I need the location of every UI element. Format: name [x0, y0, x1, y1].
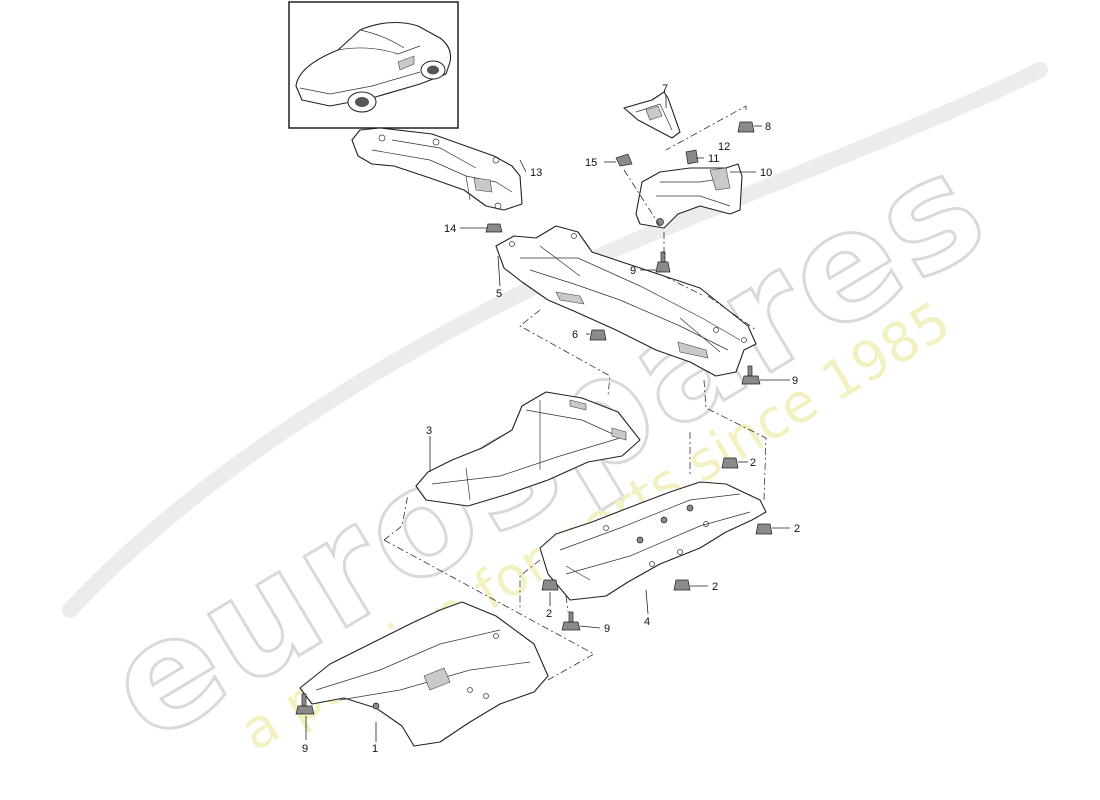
part-13-bracket: [351, 127, 523, 211]
part-11-clip: [685, 149, 699, 165]
callout-10: 10: [760, 167, 772, 179]
part-5-cross-member: [495, 225, 757, 377]
part-9-bolt-lower: [561, 611, 581, 631]
part-6-nut: [589, 329, 607, 341]
part-9-bolt-right: [741, 365, 761, 385]
callout-14: 14: [444, 223, 456, 235]
callout-1: 1: [372, 743, 378, 755]
part-9-bolt-upper: [655, 251, 671, 273]
callout-2-c: 2: [546, 608, 552, 620]
callout-2-b: 2: [794, 523, 800, 535]
part-2-nut-c: [541, 579, 559, 591]
callout-4: 4: [644, 616, 650, 628]
callouts: 1 2 2 2 2 3 4 5 6 7 8 9 9 9 9 10 11 12 1…: [302, 83, 800, 755]
callout-15: 15: [585, 157, 597, 169]
leader-lines: [305, 94, 790, 742]
callout-2-a: 2: [750, 457, 756, 469]
part-4-underbody-panel: [539, 481, 767, 601]
callout-6: 6: [572, 329, 578, 341]
part-14-nut: [485, 223, 503, 233]
callout-8: 8: [765, 121, 771, 133]
part-2-nut-b: [755, 523, 773, 535]
callout-9-lower: 9: [604, 623, 610, 635]
part-1-front-panel: [299, 601, 549, 747]
callout-5: 5: [496, 288, 502, 300]
part-10-shield: [635, 163, 743, 229]
callout-2-d: 2: [712, 581, 718, 593]
car-icon: [295, 21, 452, 113]
vehicle-thumbnail: [288, 1, 459, 129]
callout-9-upper: 9: [630, 265, 636, 277]
part-2-nut-d: [673, 579, 691, 591]
callout-9-left: 9: [302, 743, 308, 755]
callout-7: 7: [662, 83, 668, 95]
callout-13: 13: [530, 167, 542, 179]
part-7-bracket: [623, 91, 681, 139]
part-3-tunnel-cover: [415, 391, 641, 507]
part-9-bolt-left: [295, 693, 315, 715]
part-2-nut-a: [721, 457, 739, 469]
callout-11: 11: [708, 153, 719, 165]
assembly-lines: [383, 105, 767, 681]
callout-12: 12: [718, 141, 730, 153]
part-15-clip: [615, 153, 633, 167]
part-8-nut: [737, 121, 755, 133]
callout-3: 3: [426, 425, 432, 437]
callout-9-right: 9: [792, 375, 798, 387]
